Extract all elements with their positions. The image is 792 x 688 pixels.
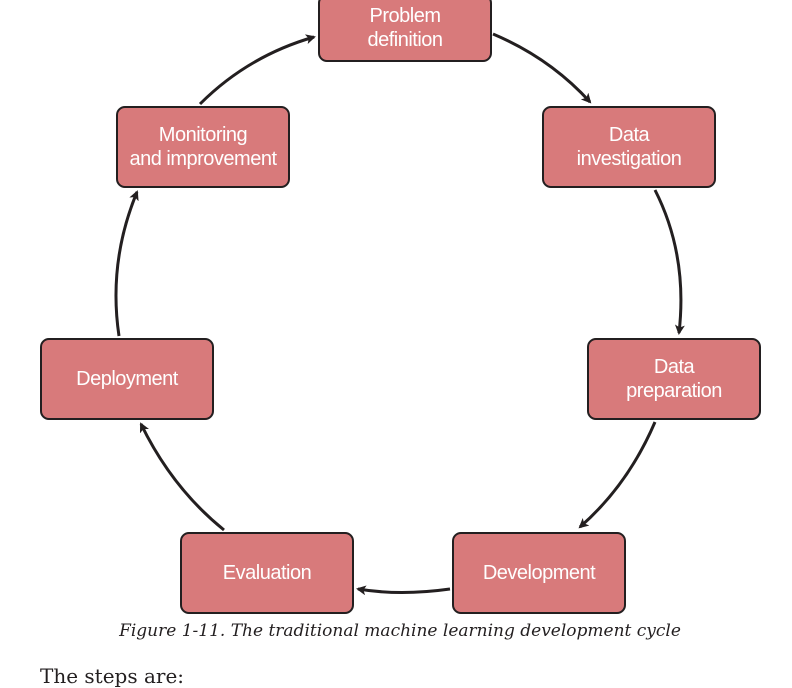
arrow-deployment-to-monitoring: [114, 190, 139, 337]
arrow-development-to-evaluation: [356, 585, 451, 596]
arrow-monitoring-to-problem: [198, 34, 316, 106]
arrow-investigation-to-preparation: [653, 189, 685, 335]
body-text: The steps are:: [40, 664, 185, 688]
node-deployment: Deployment: [40, 338, 214, 420]
node-data-investigation: Data investigation: [542, 106, 716, 188]
node-problem-definition: Problem definition: [318, 0, 492, 62]
arrow-problem-to-investigation: [492, 32, 592, 104]
arrow-preparation-to-development: [578, 421, 657, 529]
figure-caption: Figure 1-11. The traditional machine lea…: [119, 621, 681, 641]
arrow-evaluation-to-deployment: [139, 422, 225, 532]
node-evaluation: Evaluation: [180, 532, 354, 614]
node-development: Development: [452, 532, 626, 614]
node-data-preparation: Data preparation: [587, 338, 761, 420]
node-monitoring-and-improvement: Monitoring and improvement: [116, 106, 290, 188]
